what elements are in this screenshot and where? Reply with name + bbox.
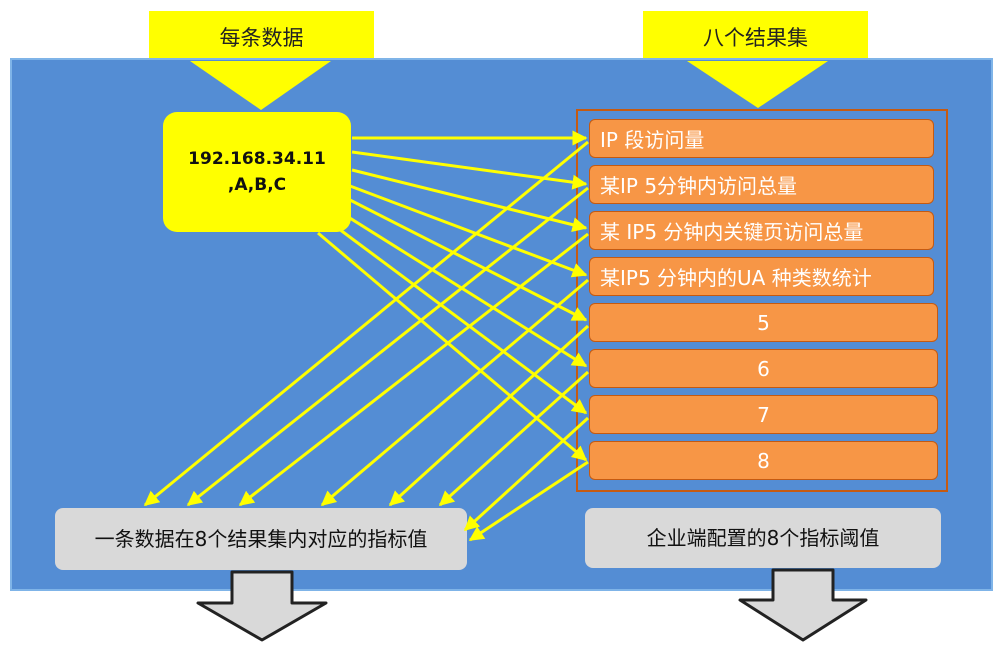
threshold-down-arrow bbox=[738, 568, 868, 642]
result-item-label: 某IP5 分钟内的UA 种类数统计 bbox=[600, 266, 872, 290]
result-item-6: 6 bbox=[589, 349, 938, 388]
result-item-5: 5 bbox=[589, 303, 938, 342]
arrow-source-to-6 bbox=[344, 213, 588, 368]
result-item-label: 6 bbox=[757, 356, 770, 381]
result-item-label: 某IP 5分钟内访问总量 bbox=[600, 174, 798, 198]
arrow-source-to-2 bbox=[351, 150, 588, 190]
result-item-2: 某IP 5分钟内访问总量 bbox=[589, 165, 934, 204]
metric-values-label: 一条数据在8个结果集内对应的指标值 bbox=[94, 526, 428, 551]
arrow-source-to-8 bbox=[317, 231, 588, 462]
arrow-result-8-to-metrics bbox=[468, 460, 589, 542]
arrow-result-3-to-metrics bbox=[238, 232, 589, 507]
result-item-3: 某 IP5 分钟内关键页访问总量 bbox=[589, 211, 934, 250]
arrow-result-4-to-metrics bbox=[320, 278, 589, 507]
arrow-result-5-to-metrics bbox=[388, 324, 590, 507]
result-sets-frame bbox=[576, 109, 948, 492]
result-item-8: 8 bbox=[589, 441, 938, 480]
metric-values-down-arrow bbox=[196, 570, 328, 642]
arrow-result-6-to-metrics bbox=[438, 370, 590, 507]
threshold-box: 企业端配置的8个指标阈值 bbox=[585, 508, 941, 568]
arrow-source-to-7 bbox=[334, 224, 588, 415]
result-item-label: 8 bbox=[757, 448, 770, 473]
arrow-result-7-to-metrics bbox=[463, 416, 590, 532]
arrow-result-2-to-metrics bbox=[186, 186, 589, 507]
source-fields: ,A,B,C bbox=[227, 175, 287, 195]
arrow-source-to-4 bbox=[349, 184, 588, 278]
source-ip: 192.168.34.11 bbox=[188, 148, 326, 169]
header-right-arrow bbox=[687, 61, 828, 108]
arrow-source-to-5 bbox=[349, 198, 588, 322]
source-record-box: 192.168.34.11 ,A,B,C bbox=[163, 112, 351, 232]
header-left-box: 每条数据 bbox=[149, 11, 374, 62]
result-item-1: IP 段访问量 bbox=[589, 119, 934, 158]
metric-values-box: 一条数据在8个结果集内对应的指标值 bbox=[55, 508, 467, 570]
arrow-result-1-to-metrics bbox=[143, 140, 589, 507]
header-right-label: 八个结果集 bbox=[703, 25, 808, 50]
threshold-label: 企业端配置的8个指标阈值 bbox=[646, 525, 880, 550]
arrow-source-to-3 bbox=[351, 168, 588, 233]
result-item-label: 7 bbox=[757, 402, 770, 427]
header-left-label: 每条数据 bbox=[219, 25, 304, 50]
result-item-label: 某 IP5 分钟内关键页访问总量 bbox=[600, 220, 864, 244]
result-item-4: 某IP5 分钟内的UA 种类数统计 bbox=[589, 257, 934, 296]
result-item-7: 7 bbox=[589, 395, 938, 434]
result-item-label: 5 bbox=[757, 310, 770, 335]
header-left-arrow bbox=[190, 61, 331, 110]
header-right-box: 八个结果集 bbox=[643, 11, 868, 62]
result-item-label: IP 段访问量 bbox=[600, 128, 705, 152]
